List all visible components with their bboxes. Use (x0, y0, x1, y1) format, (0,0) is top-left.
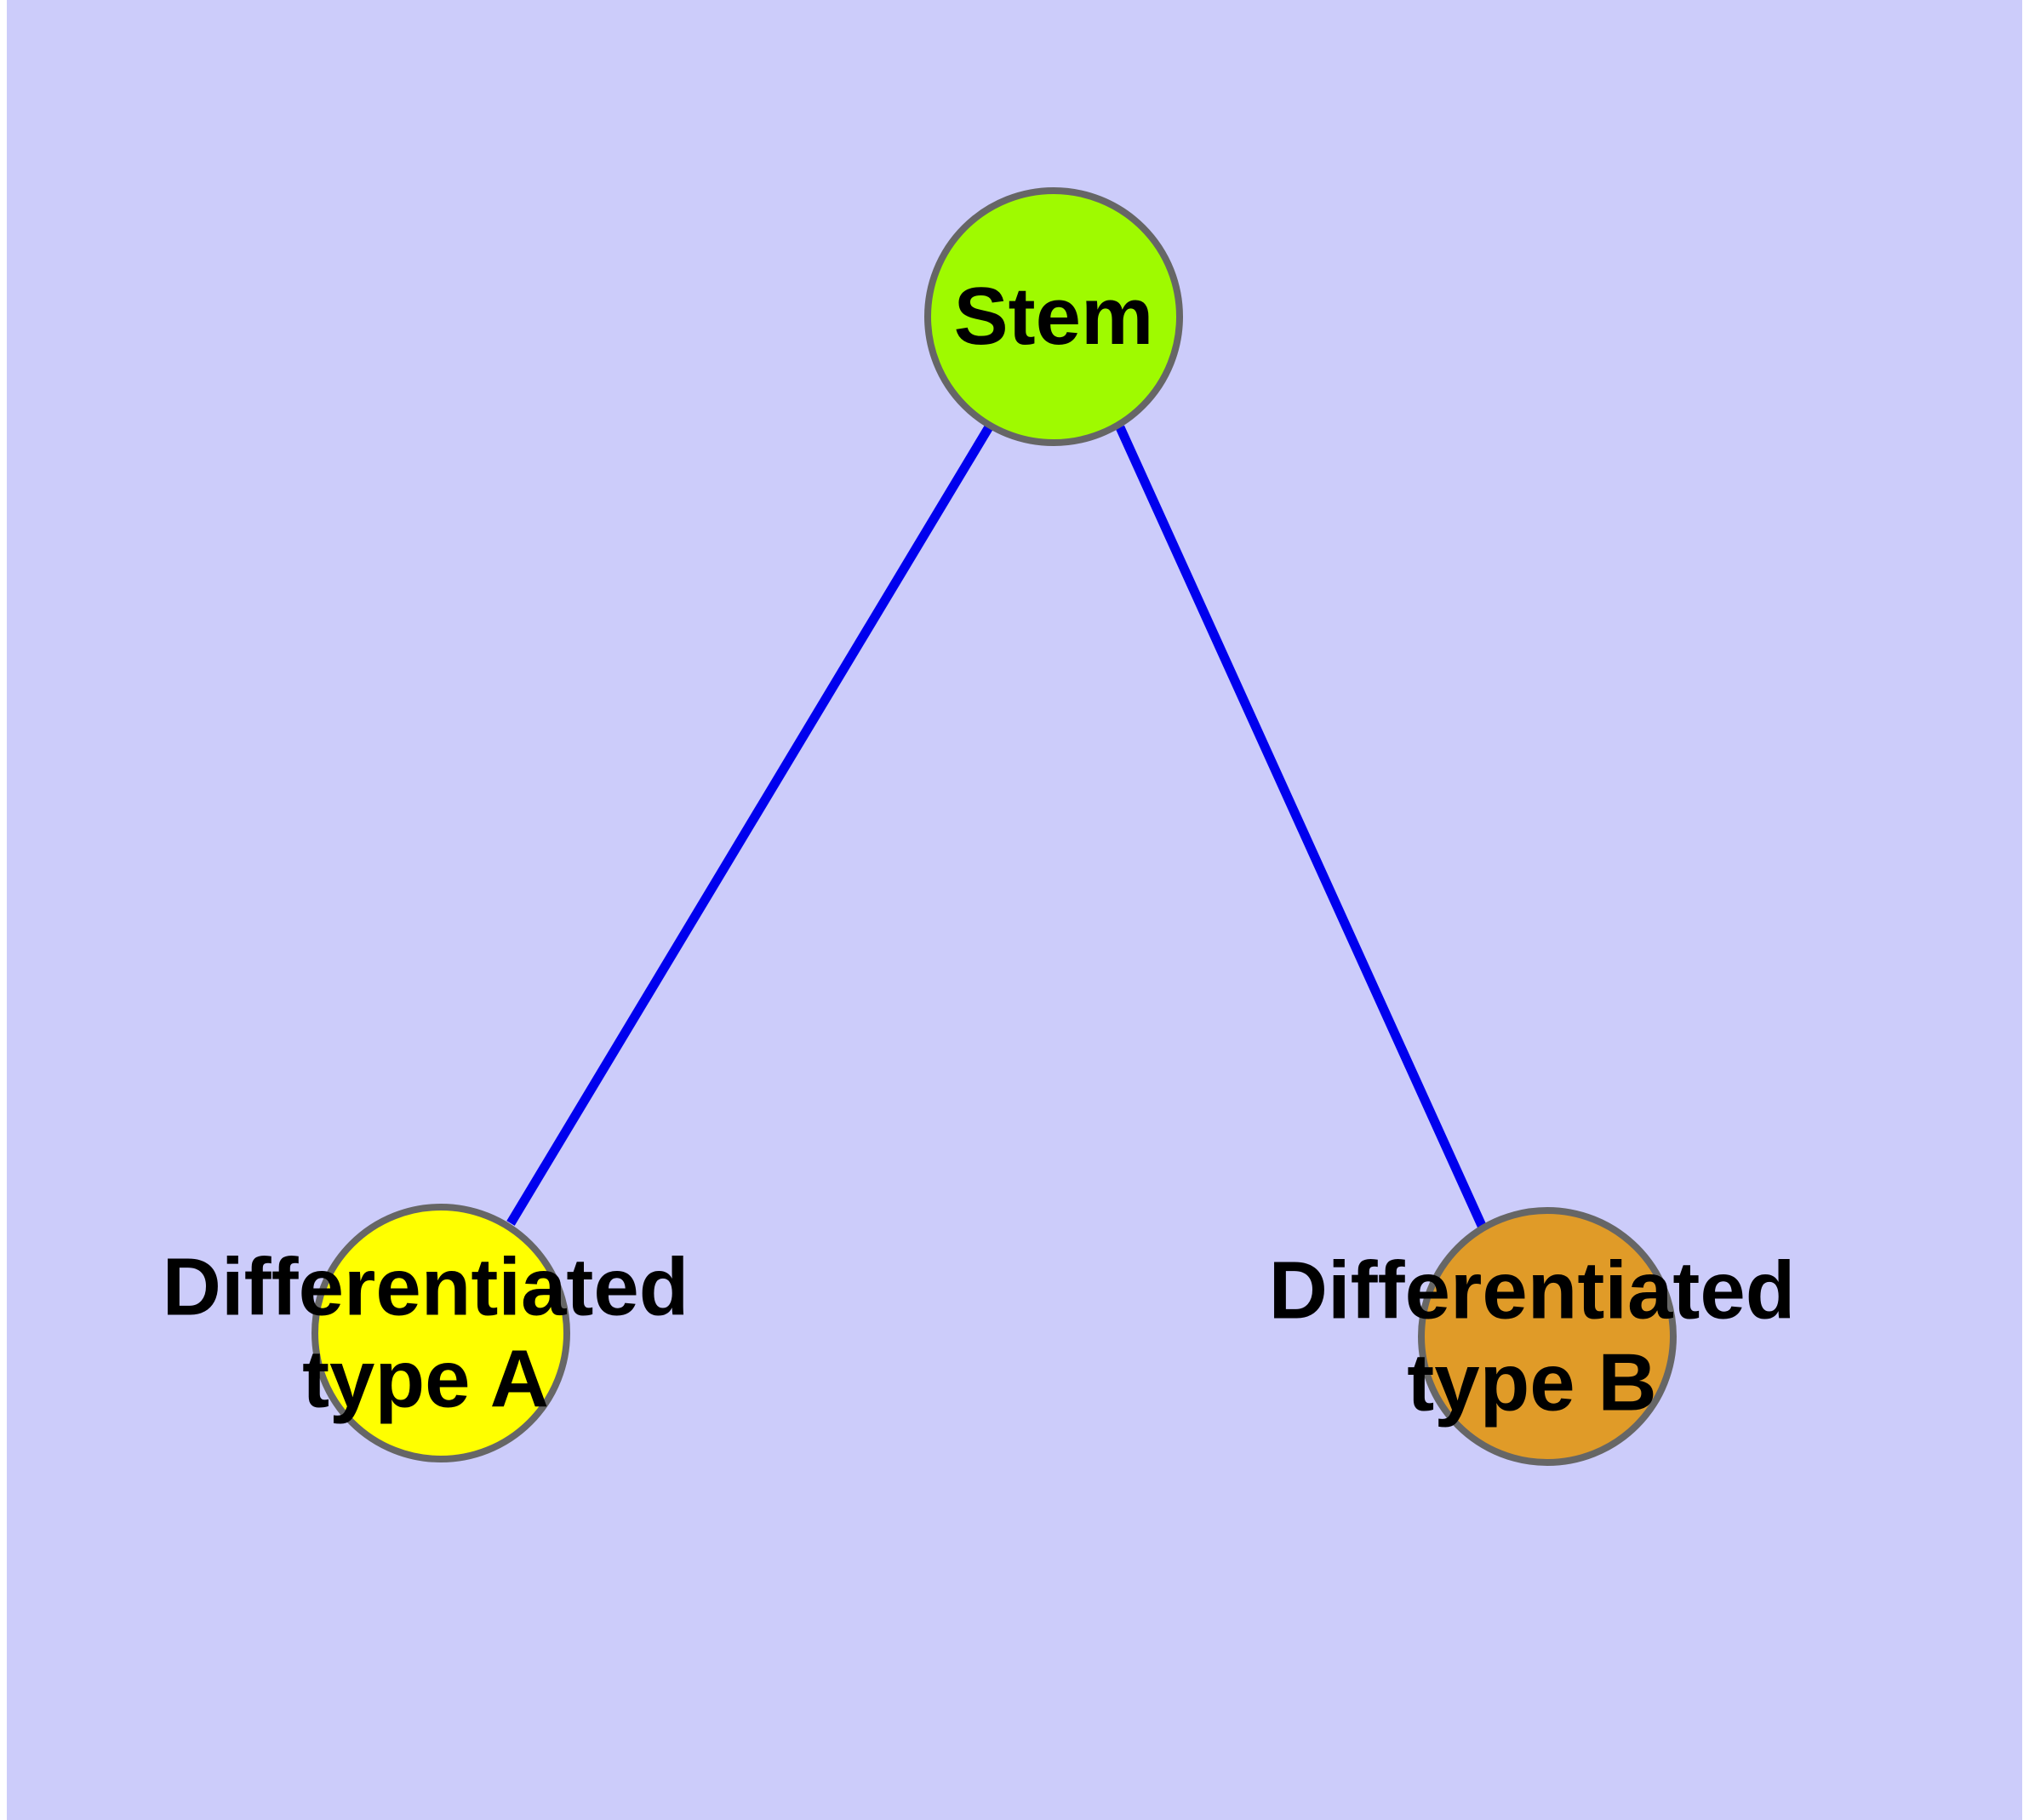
edge-layer (506, 423, 1488, 1230)
edge-stem-to-differentiated-b (1115, 425, 1488, 1230)
node-layer (311, 187, 1677, 1466)
node-stem[interactable] (924, 187, 1183, 446)
edge-stem-to-differentiated-a (506, 423, 994, 1226)
node-differentiated-type-b[interactable] (1418, 1207, 1677, 1466)
node-differentiated-type-a[interactable] (311, 1204, 570, 1462)
